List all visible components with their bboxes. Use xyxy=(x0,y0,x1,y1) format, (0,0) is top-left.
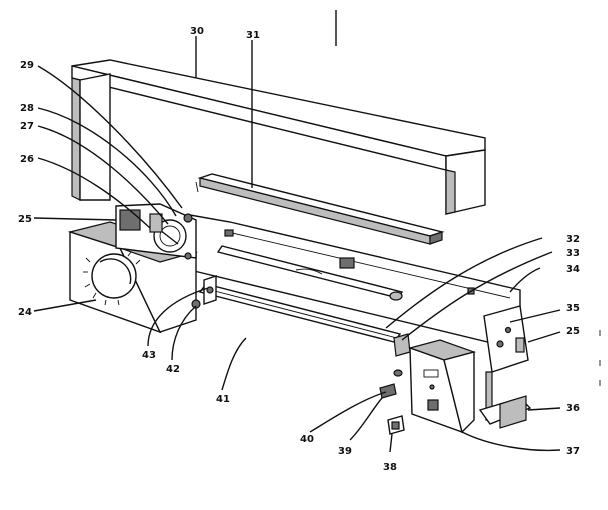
label-35: 35 xyxy=(566,303,580,314)
part-25-29-control-assembly xyxy=(115,203,197,260)
label-37: 37 xyxy=(566,446,580,457)
part-33-clip xyxy=(393,333,411,357)
label-43: 43 xyxy=(142,350,156,361)
label-24: 24 xyxy=(18,307,32,318)
label-25-right: 25 xyxy=(566,326,580,337)
label-29: 29 xyxy=(20,60,34,71)
part-38-switch xyxy=(387,415,405,435)
label-31: 31 xyxy=(246,30,260,41)
label-32: 32 xyxy=(566,234,580,245)
part-43-bracket xyxy=(203,275,217,305)
label-38: 38 xyxy=(383,462,397,473)
label-40: 40 xyxy=(300,434,314,445)
label-36: 36 xyxy=(566,403,580,414)
leader-lines xyxy=(33,36,561,453)
label-33: 33 xyxy=(566,248,580,259)
label-30: 30 xyxy=(190,26,204,37)
label-34: 34 xyxy=(566,264,580,275)
part-37-right-box xyxy=(407,339,477,434)
part-42-fastener xyxy=(191,299,201,309)
part-32-tube xyxy=(216,245,404,301)
part-39-connector xyxy=(379,383,397,399)
label-41: 41 xyxy=(216,394,230,405)
part-35-36-right-bracket xyxy=(478,305,532,429)
part-30-top-cover xyxy=(71,59,486,215)
label-27: 27 xyxy=(20,121,34,132)
part-40-grommet xyxy=(393,369,403,377)
part-31-channel xyxy=(195,173,445,245)
label-25-left: 25 xyxy=(18,214,32,225)
label-28: 28 xyxy=(20,103,34,114)
callout-labels: 30 31 29 28 27 26 25 24 32 33 34 35 25 3… xyxy=(18,26,580,473)
label-42: 42 xyxy=(166,364,180,375)
label-26: 26 xyxy=(20,154,34,165)
label-39: 39 xyxy=(338,446,352,457)
